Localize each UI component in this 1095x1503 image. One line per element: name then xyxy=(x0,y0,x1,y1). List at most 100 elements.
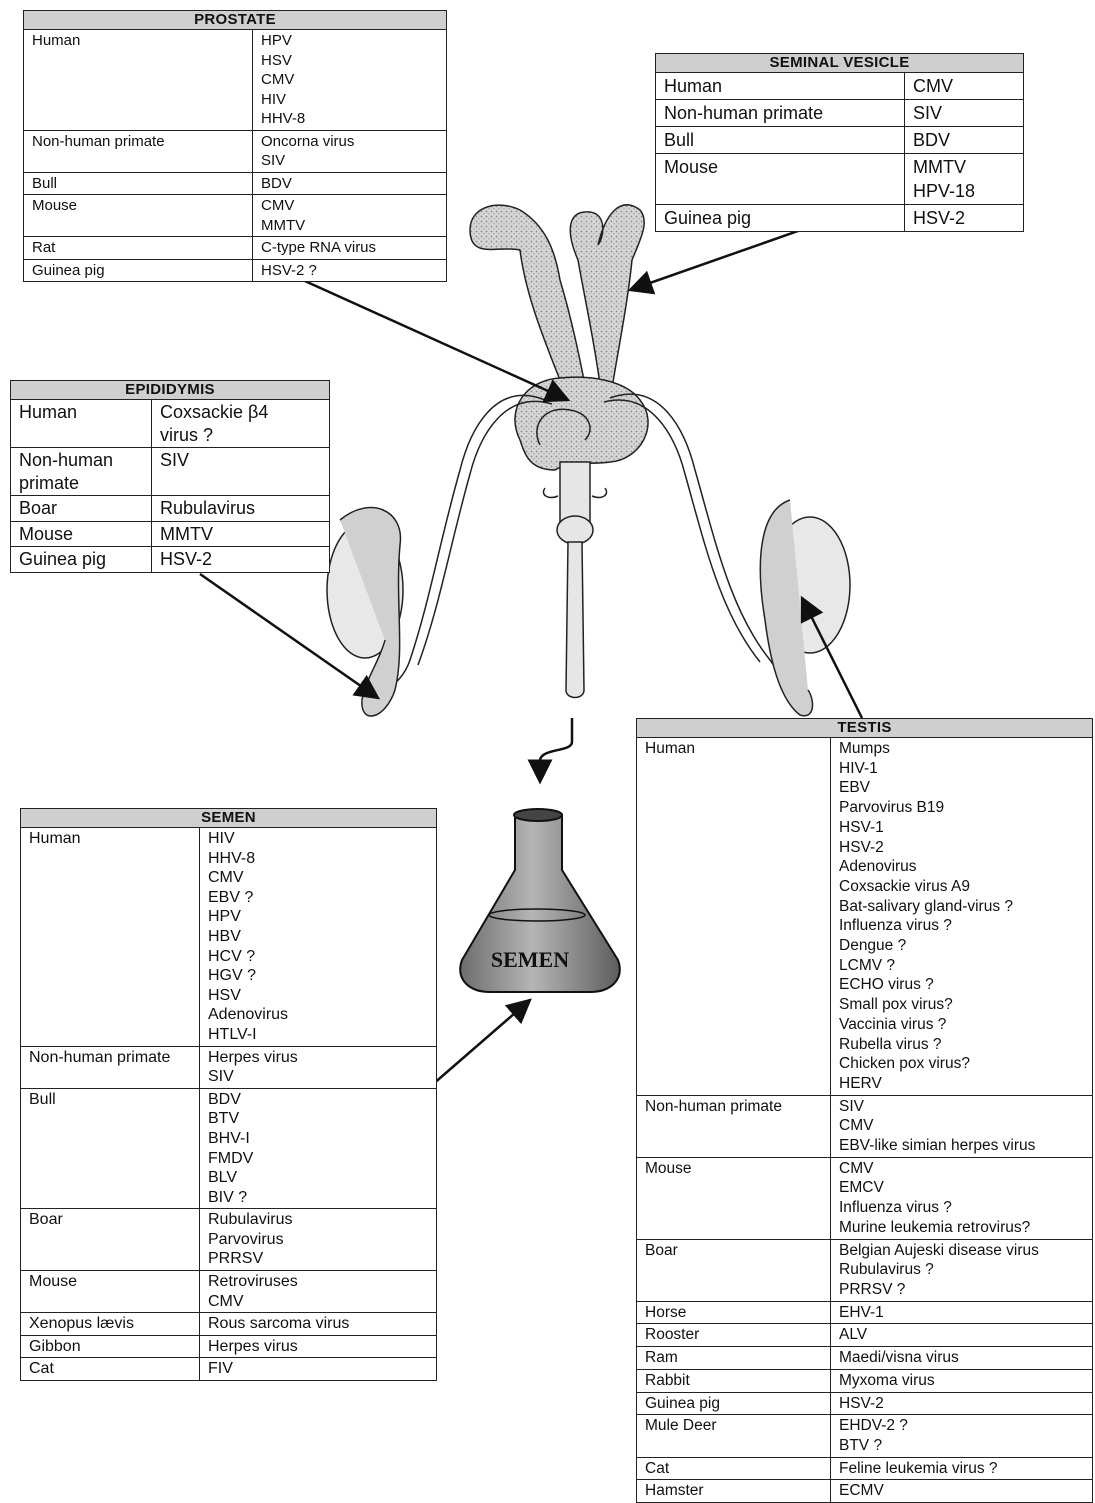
species-cell: Guinea pig xyxy=(24,260,252,282)
virus-cell: HSV-2 xyxy=(904,205,1023,231)
table-row: Bull BDV xyxy=(656,127,1023,154)
virus-cell: BDVBTVBHV-IFMDVBLVBIV ? xyxy=(199,1089,436,1209)
species-cell: Hamster xyxy=(637,1480,830,1502)
virus-cell: SIV xyxy=(904,100,1023,126)
virus-name: EMCV xyxy=(839,1178,1084,1198)
species-cell: Guinea pig xyxy=(637,1393,830,1415)
table-row: BullBDV xyxy=(24,173,446,196)
virus-cell: HSV-2 xyxy=(151,547,329,572)
virus-cell: CMVEMCVInfluenza virus ?Murine leukemia … xyxy=(830,1158,1092,1239)
flask-label: SEMEN xyxy=(491,947,569,972)
virus-cell: Myxoma virus xyxy=(830,1370,1092,1392)
species-cell: Non-human primate xyxy=(656,100,904,126)
virus-name: HSV-2 ? xyxy=(261,261,438,281)
species-cell: Guinea pig xyxy=(11,547,151,572)
semen-flask: SEMEN xyxy=(460,809,619,992)
table-row: Guinea pig HSV-2 xyxy=(11,547,329,572)
testis-title: TESTIS xyxy=(637,719,1092,738)
species-cell: Boar xyxy=(637,1240,830,1301)
virus-name: PRRSV xyxy=(208,1249,428,1269)
virus-name: Parvovirus B19 xyxy=(839,798,1084,818)
virus-cell: CMV xyxy=(904,73,1023,99)
virus-cell: EHDV-2 ?BTV ? xyxy=(830,1415,1092,1456)
virus-name: Rubulavirus ? xyxy=(839,1260,1084,1280)
table-row: Non-human primateHerpes virusSIV xyxy=(21,1047,436,1089)
virus-cell: ALV xyxy=(830,1324,1092,1346)
virus-cell: RubulavirusParvovirusPRRSV xyxy=(199,1209,436,1270)
arrow-semen xyxy=(432,1000,530,1085)
species-cell: Xenopus lævis xyxy=(21,1313,199,1335)
virus-name: C-type RNA virus xyxy=(261,238,438,258)
virus-name: HSV xyxy=(208,986,428,1006)
virus-name: Rubella virus ? xyxy=(839,1035,1084,1055)
table-row: RabbitMyxoma virus xyxy=(637,1370,1092,1393)
virus-name: MMTV xyxy=(913,155,1015,179)
virus-cell: CMVMMTV xyxy=(252,195,446,236)
table-row: HumanHIVHHV-8CMVEBV ?HPVHBVHCV ?HGV ?HSV… xyxy=(21,828,436,1047)
prostate-table: PROSTATEHumanHPVHSVCMVHIVHHV-8Non-human … xyxy=(23,10,447,282)
virus-name: Myxoma virus xyxy=(839,1371,1084,1391)
virus-name: Chicken pox virus? xyxy=(839,1054,1084,1074)
table-row: GibbonHerpes virus xyxy=(21,1336,436,1359)
virus-name: BDV xyxy=(208,1090,428,1110)
virus-name: Adenovirus xyxy=(208,1005,428,1025)
virus-name: HSV-1 xyxy=(839,818,1084,838)
virus-name: HPV-18 xyxy=(913,179,1015,203)
virus-name: HERV xyxy=(839,1074,1084,1094)
virus-name: BTV ? xyxy=(839,1436,1084,1456)
virus-cell: SIVCMVEBV-like simian herpes virus xyxy=(830,1096,1092,1157)
table-row: HorseEHV-1 xyxy=(637,1302,1092,1325)
species-cell: Non-human primate xyxy=(24,131,252,172)
virus-name: Murine leukemia retrovirus? xyxy=(839,1218,1084,1238)
virus-name: Rous sarcoma virus xyxy=(208,1314,428,1334)
virus-cell: SIV xyxy=(151,448,329,495)
virus-name: ECHO virus ? xyxy=(839,975,1084,995)
species-cell: Human xyxy=(21,828,199,1046)
species-cell: Mouse xyxy=(11,522,151,547)
species-cell: Bull xyxy=(656,127,904,153)
semen-table: SEMENHumanHIVHHV-8CMVEBV ?HPVHBVHCV ?HGV… xyxy=(20,808,437,1381)
species-cell: Non-human primate xyxy=(637,1096,830,1157)
virus-name: Rubulavirus xyxy=(160,497,321,520)
virus-name: PRRSV ? xyxy=(839,1280,1084,1300)
virus-cell: Oncorna virusSIV xyxy=(252,131,446,172)
virus-name: Herpes virus xyxy=(208,1048,428,1068)
virus-name: MMTV xyxy=(261,216,438,236)
table-row: Non-human primateSIVCMVEBV-like simian h… xyxy=(637,1096,1092,1158)
species-cell: Bull xyxy=(24,173,252,195)
virus-name: SIV xyxy=(160,449,321,472)
virus-name: EBV ? xyxy=(208,888,428,908)
virus-name: Adenovirus xyxy=(839,857,1084,877)
species-cell: Human xyxy=(24,30,252,130)
virus-name: BDV xyxy=(913,128,1015,152)
virus-name: BHV-I xyxy=(208,1129,428,1149)
virus-name: HSV-2 xyxy=(160,548,321,571)
table-row: HumanHPVHSVCMVHIVHHV-8 xyxy=(24,30,446,131)
virus-cell: BDV xyxy=(904,127,1023,153)
virus-name: HSV-2 xyxy=(913,206,1015,230)
virus-cell: Feline leukemia virus ? xyxy=(830,1458,1092,1480)
virus-name: HSV xyxy=(261,51,438,71)
table-row: BoarRubulavirusParvovirusPRRSV xyxy=(21,1209,436,1271)
virus-name: CMV xyxy=(839,1159,1084,1179)
virus-name: HBV xyxy=(208,927,428,947)
virus-name: Coxsackie β4 xyxy=(160,401,321,424)
species-cell: Mouse xyxy=(656,154,904,204)
virus-cell: Rous sarcoma virus xyxy=(199,1313,436,1335)
table-row: HumanCoxsackie β4virus ? xyxy=(11,400,329,448)
virus-name: FMDV xyxy=(208,1149,428,1169)
epididymis-title: EPIDIDYMIS xyxy=(11,381,329,400)
virus-cell: HSV-2 ? xyxy=(252,260,446,282)
table-row: Xenopus lævis Rous sarcoma virus xyxy=(21,1313,436,1336)
table-row: HumanMumpsHIV-1EBVParvovirus B19HSV-1HSV… xyxy=(637,738,1092,1096)
left-testis xyxy=(327,508,403,716)
